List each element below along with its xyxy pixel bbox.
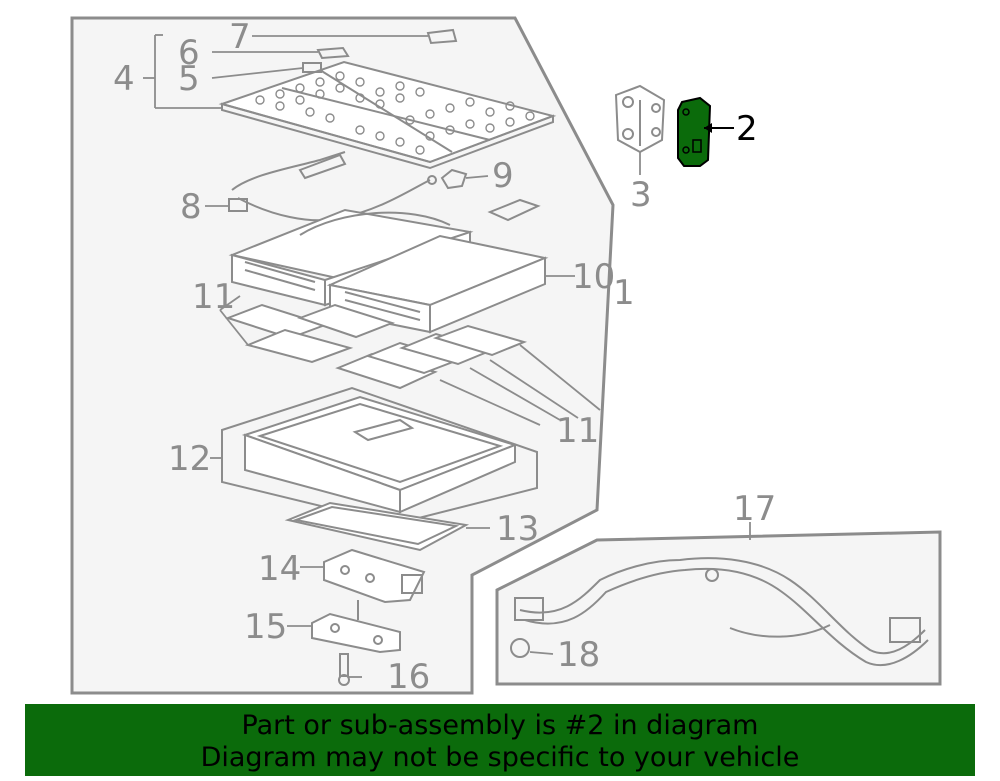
assembly-panel-1 (70, 16, 615, 695)
info-banner: Part or sub-assembly is #2 in diagram Di… (25, 704, 975, 776)
callout-2: 2 (736, 109, 758, 149)
sensor-part-16 (338, 653, 350, 686)
leader-lines (143, 34, 751, 678)
callout-12: 12 (168, 439, 211, 479)
callout-11-right: 11 (556, 411, 599, 451)
callout-4: 4 (113, 59, 135, 99)
callout-14: 14 (258, 549, 301, 589)
seal-part-6 (316, 46, 350, 60)
seal-part-5 (302, 62, 322, 73)
callout-15: 15 (244, 607, 287, 647)
callout-18: 18 (557, 635, 600, 675)
top-cover-part (218, 60, 557, 170)
relay-part (311, 600, 401, 654)
callout-17: 17 (733, 489, 776, 529)
callout-13: 13 (496, 509, 539, 549)
banner-line-part: Part or sub-assembly is #2 in diagram (241, 710, 759, 741)
lower-tray-part (241, 395, 519, 514)
cover-part-7 (426, 28, 458, 45)
callout-7: 7 (229, 17, 251, 57)
highlighted-part-2 (677, 96, 734, 167)
callout-6: 6 (178, 33, 200, 73)
tray-group-box (221, 386, 538, 526)
cell-module-part (228, 198, 549, 334)
callout-11-left: 11 (192, 277, 235, 317)
callout-10: 10 (572, 257, 615, 297)
harness-panel-17 (495, 530, 942, 686)
junction-block-part (323, 548, 426, 604)
callout-1: 1 (613, 273, 635, 313)
banner-line-disclaimer: Diagram may not be specific to your vehi… (200, 742, 800, 773)
callout-5: 5 (178, 59, 200, 99)
callout-8: 8 (180, 187, 202, 227)
bracket-part-3 (614, 84, 666, 154)
callout-9: 9 (492, 156, 514, 196)
insulator-sheets-part (224, 303, 528, 390)
callout-3: 3 (630, 175, 652, 215)
main-harness-part (510, 557, 929, 667)
callout-16: 16 (387, 657, 430, 697)
tray-gasket-part (284, 501, 470, 552)
connector-part-9 (440, 168, 468, 190)
